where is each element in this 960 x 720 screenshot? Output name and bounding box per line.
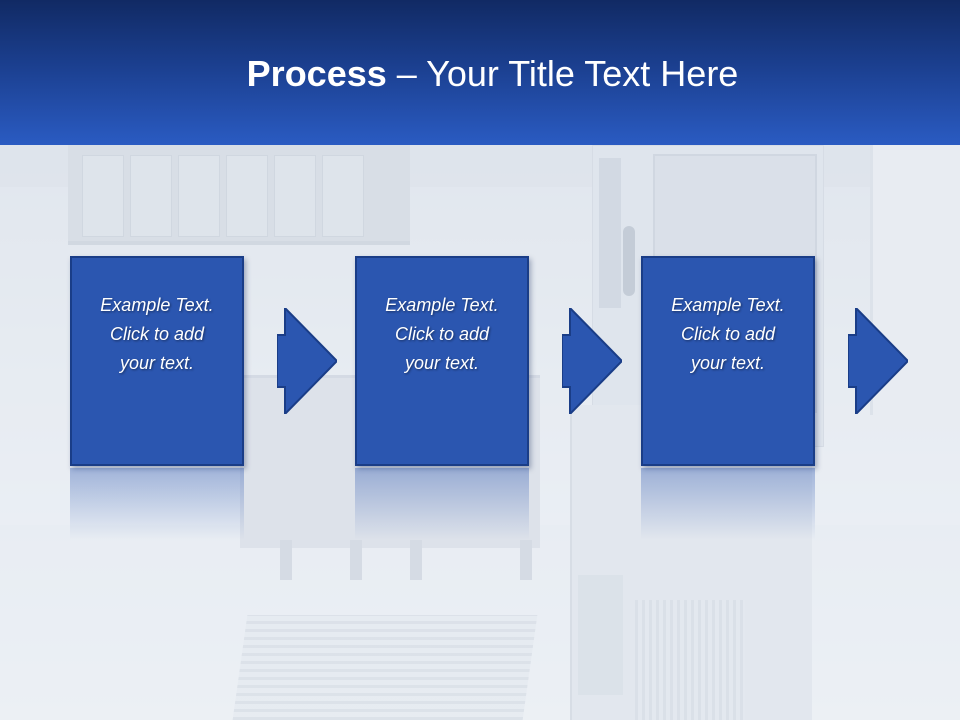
step-1-reflection: [70, 468, 244, 540]
right-arrow-icon: [848, 308, 908, 414]
right-arrow-icon: [277, 308, 337, 414]
step-1-text[interactable]: Example Text. Click to add your text.: [100, 294, 214, 373]
process-step-3[interactable]: Example Text. Click to add your text.: [641, 256, 815, 466]
title-bold-part: Process: [246, 53, 387, 94]
right-arrow-icon: [562, 308, 622, 414]
step-3-reflection: [641, 468, 815, 540]
title-banner: Process – Your Title Text Here: [0, 0, 960, 145]
step-2-reflection: [355, 468, 529, 540]
step-3-text[interactable]: Example Text. Click to add your text.: [671, 294, 785, 373]
slide-title[interactable]: Process – Your Title Text Here: [0, 52, 960, 96]
process-step-1[interactable]: Example Text. Click to add your text.: [70, 256, 244, 466]
process-step-2[interactable]: Example Text. Click to add your text.: [355, 256, 529, 466]
title-rest-part: – Your Title Text Here: [386, 53, 739, 94]
step-2-text[interactable]: Example Text. Click to add your text.: [385, 294, 499, 373]
